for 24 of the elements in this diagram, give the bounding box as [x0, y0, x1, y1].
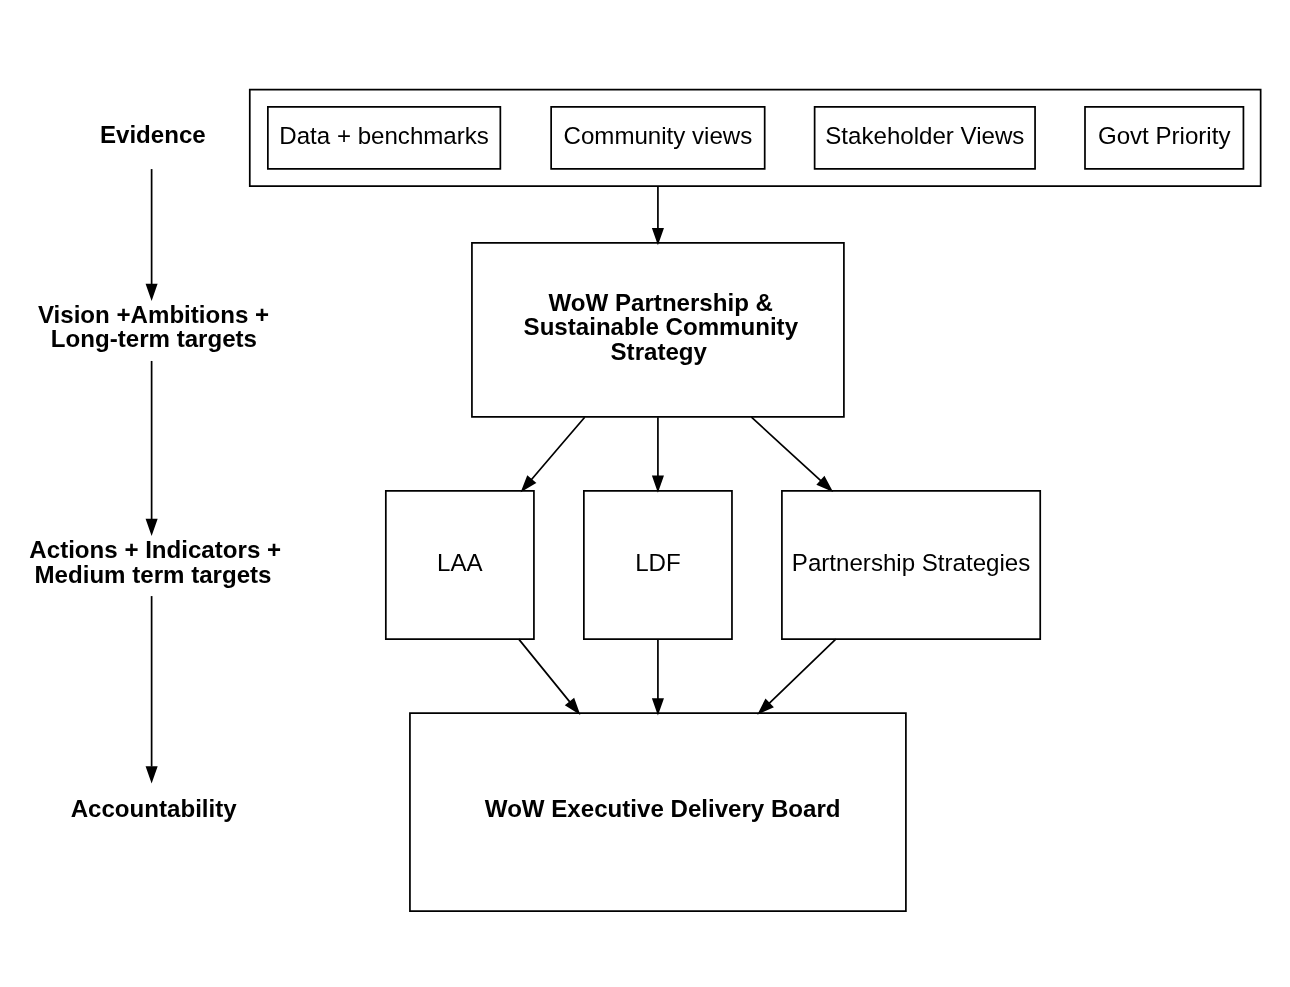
node-text: Evidence	[99, 120, 206, 148]
arrow	[145, 595, 158, 784]
arrow	[651, 416, 664, 493]
node-box: Partnership Strategies	[781, 490, 1042, 640]
arrow	[757, 638, 837, 715]
node-box: LAA	[384, 490, 535, 640]
arrow	[651, 185, 664, 246]
node-text: Vision +Ambitions + Long-term targets	[37, 301, 270, 353]
node-box: WoW Executive Delivery Board	[409, 712, 907, 912]
arrow	[750, 416, 834, 492]
arrow	[145, 168, 158, 301]
arrow	[145, 360, 158, 537]
arrow	[520, 416, 586, 493]
node-text: Accountability	[70, 794, 237, 822]
node-box: Community views	[550, 106, 766, 170]
node-box: WoW Partnership & Sustainable Community Strategy	[471, 242, 845, 418]
node-box: Govt Priority	[1084, 106, 1245, 170]
node-text: Actions + Indicators + Medium term targets	[29, 536, 282, 588]
node-box: LDF	[583, 490, 733, 640]
node-box: Data + benchmarks	[267, 106, 502, 170]
node-box: Stakeholder Views	[813, 106, 1036, 170]
arrow	[651, 638, 664, 716]
arrow	[517, 638, 581, 715]
cluster	[248, 88, 1262, 187]
